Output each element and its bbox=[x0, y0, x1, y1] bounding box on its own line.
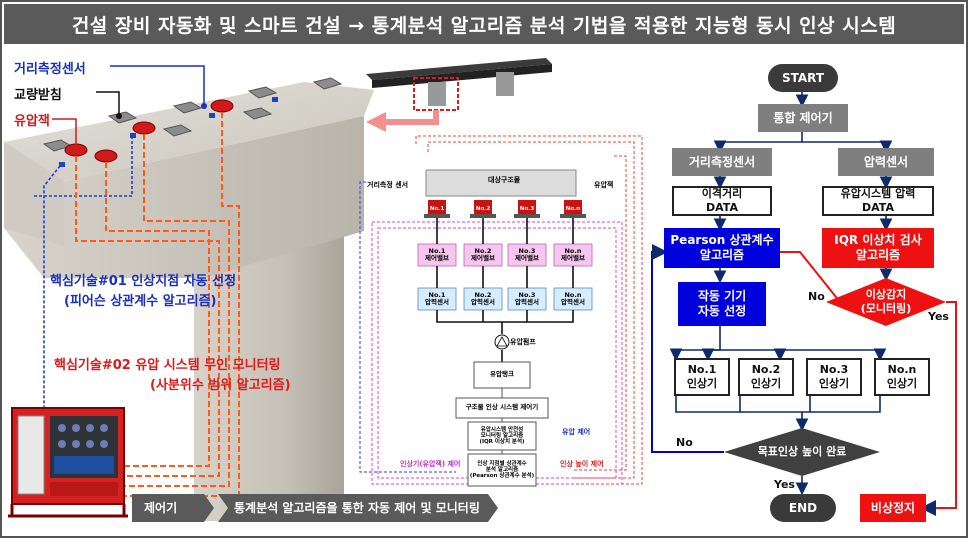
flow-lifter-2: No.2 인상기 bbox=[738, 358, 794, 396]
flow-lifter-3: No.3 인상기 bbox=[806, 358, 862, 396]
flow-target-yes: Yes bbox=[774, 478, 795, 491]
schem-valve-3: No.3 제어밸브 bbox=[515, 246, 539, 262]
flowchart-connectors bbox=[651, 90, 957, 516]
figure-title: 건설 장비 자동화 및 스마트 건설 → 통계분석 알고리즘 분석 기법을 적용… bbox=[4, 4, 964, 44]
flow-anomaly-no: No bbox=[808, 290, 825, 303]
schem-valve-n: No.n 제어밸브 bbox=[561, 246, 585, 262]
schem-psensor-n: No.n 압력센서 bbox=[561, 290, 585, 306]
schem-jack-2: No.2 bbox=[475, 205, 491, 212]
flow-lifter-1: No.1 인상기 bbox=[674, 358, 730, 396]
controller-tag: 제어기 bbox=[144, 501, 178, 515]
schem-jack-control: 인상기(유압잭) 제어 bbox=[400, 460, 461, 468]
schem-psensor-2: No.2 압력센서 bbox=[471, 290, 495, 306]
schem-pump: 유압펌프 bbox=[510, 338, 536, 346]
schem-sensor-label: 거리측정 센서 bbox=[367, 181, 409, 189]
schem-pressure-control: 유압 제어 bbox=[562, 428, 591, 436]
tech1-title: 핵심기술#01 인상지점 자동 선정 bbox=[50, 274, 237, 289]
schem-psensor-3: No.3 압력센서 bbox=[515, 290, 539, 306]
tech2-subtitle: (사분위수 범위 알고리즘) bbox=[150, 378, 291, 393]
flow-end: END bbox=[770, 494, 836, 522]
tech1-subtitle: (피어슨 상관계수 알고리즘) bbox=[64, 294, 217, 309]
distance-sensors bbox=[59, 97, 278, 167]
flow-anomaly-decision: 이상감지 (모니터링) bbox=[860, 288, 912, 315]
tech2-title: 핵심기술#02 유압 시스템 무인 모니터링 bbox=[54, 358, 281, 373]
controller-description: 통계분석 알고리즘을 통한 자동 제어 및 모니터링 bbox=[234, 501, 480, 515]
controller-tags bbox=[132, 494, 498, 522]
schem-structure-label: 대상구조물 bbox=[488, 176, 521, 184]
label-bridge-bearing: 교량받침 bbox=[14, 88, 62, 103]
flow-integrated-controller: 통합 제어기 bbox=[758, 104, 848, 132]
pier-illustration bbox=[4, 65, 374, 521]
bearing-pads bbox=[42, 77, 343, 152]
flow-iqr-algorithm: IQR 이상치 검사 알고리즘 bbox=[822, 228, 934, 268]
schem-jack-label: 유압잭 bbox=[594, 181, 614, 189]
flow-auto-select: 작동 기기 자동 선정 bbox=[678, 282, 766, 326]
schem-jack-n: No.n bbox=[565, 205, 581, 212]
schem-valve-1: No.1 제어밸브 bbox=[425, 246, 449, 262]
flow-target-no: No bbox=[676, 436, 693, 449]
label-distance-sensor: 거리측정센서 bbox=[14, 62, 86, 77]
schem-jack-3: No.3 bbox=[519, 205, 535, 212]
schem-jack-1: No.1 bbox=[429, 205, 445, 212]
schem-height-control: 인상 높이 제어 bbox=[560, 460, 604, 468]
flow-start: START bbox=[768, 64, 838, 92]
flow-target-height-decision: 목표인상 높이 완료 bbox=[757, 445, 847, 459]
hydraulic-schematic bbox=[359, 58, 643, 487]
schem-tank: 유압탱크 bbox=[490, 370, 514, 379]
flow-distance-sensor: 거리측정센서 bbox=[672, 148, 772, 176]
flow-pearson-algorithm: Pearson 상관계수 알고리즘 bbox=[664, 228, 780, 268]
flow-pressure-data: 유압시스템 압력 DATA bbox=[822, 186, 934, 216]
flow-emergency-stop: 비상정지 bbox=[860, 494, 926, 522]
schem-lift-controller: 구조물 인상 시스템 제어기 bbox=[465, 403, 539, 412]
flow-anomaly-yes: Yes bbox=[928, 310, 949, 323]
flow-distance-data: 이격거리 DATA bbox=[672, 186, 772, 216]
flow-lifter-n: No.n 인상기 bbox=[874, 358, 930, 396]
label-hydraulic-jack: 유압잭 bbox=[14, 114, 50, 129]
schem-safety-algorithm: 유압시스템 안전성 모니터링 알고리즘 (IQR 이상치 분석) bbox=[479, 426, 525, 446]
schem-psensor-1: No.1 압력센서 bbox=[425, 290, 449, 306]
flow-pressure-sensor: 압력센서 bbox=[838, 148, 934, 176]
schem-valve-2: No.2 제어밸브 bbox=[471, 246, 495, 262]
schem-correlation-algorithm: 인상 지점별 상관계수 분석 알고리즘 (Pearson 상관계수 분석) bbox=[469, 460, 535, 480]
